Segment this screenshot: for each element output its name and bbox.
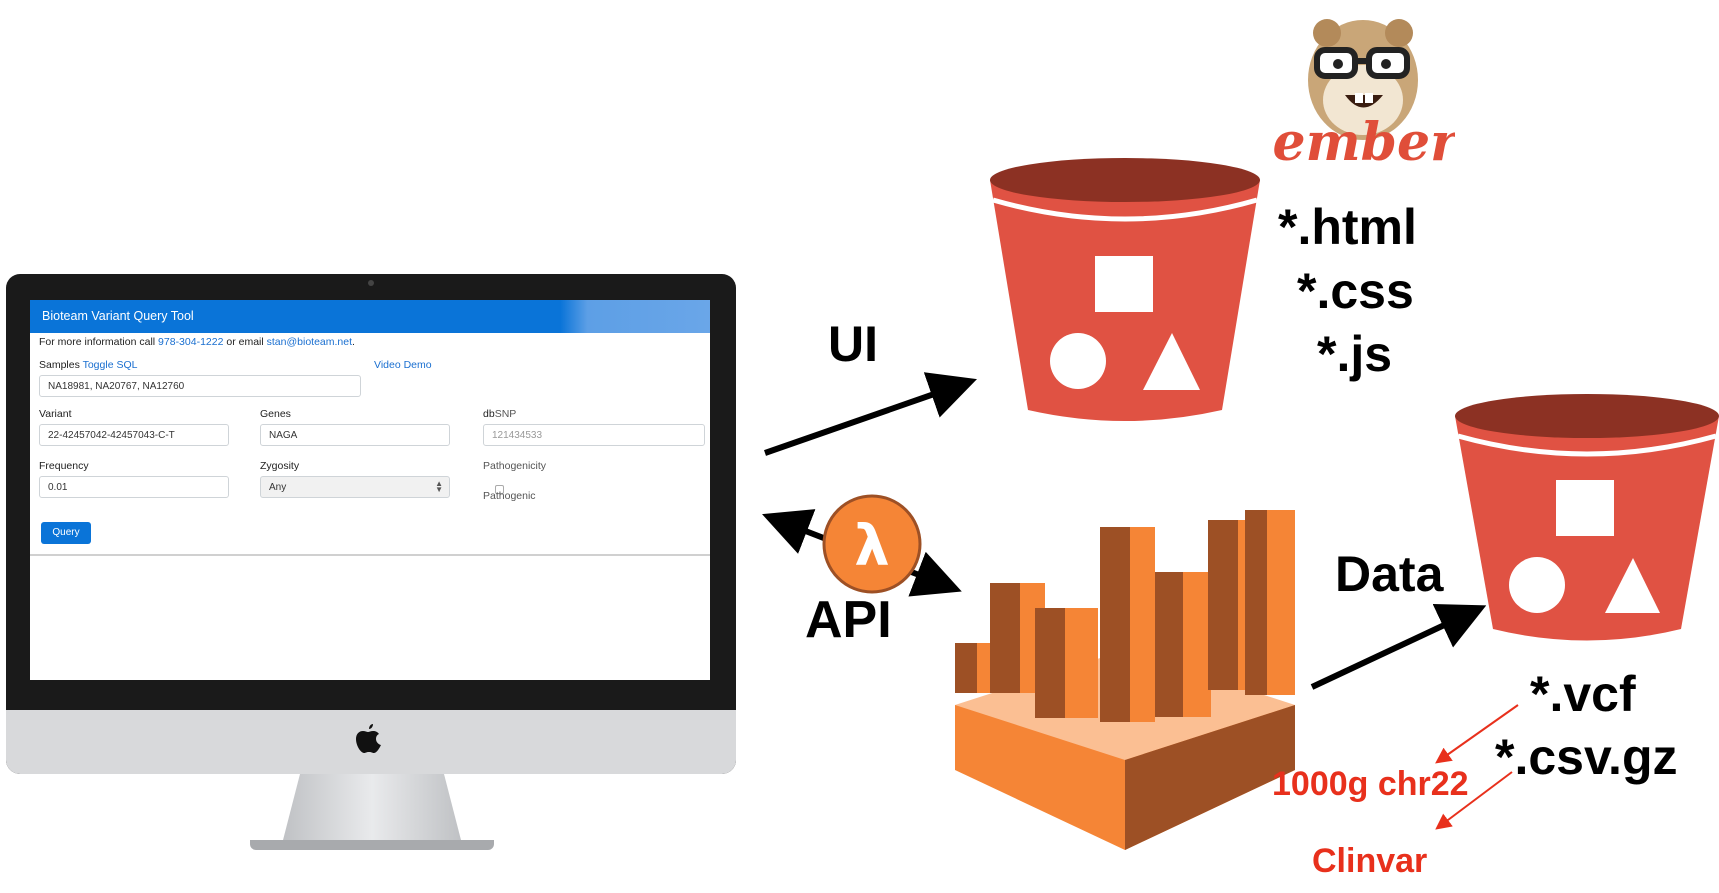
apple-logo-icon [355, 720, 385, 760]
email-link[interactable]: stan@bioteam.net [266, 336, 353, 348]
info-prefix: For more information call [39, 336, 156, 348]
info-line: For more information call 978-304-1222 o… [39, 336, 355, 348]
dbsnp-label: dbSNP [483, 408, 516, 420]
data-file-csvgz: *.csv.gz [1495, 729, 1678, 785]
pathogenic-label: Pathogenic [483, 490, 536, 502]
web-file-css: *.css [1297, 263, 1414, 319]
athena-icon [955, 510, 1295, 850]
frequency-label: Frequency [39, 460, 89, 472]
zygosity-select[interactable]: Any ▲▼ [260, 476, 450, 498]
web-file-html: *.html [1278, 199, 1417, 255]
web-bucket-icon [990, 158, 1260, 421]
zygosity-value: Any [269, 482, 287, 493]
samples-label-row: Samples Toggle SQL [39, 359, 137, 371]
source-clinvar: Clinvar [1312, 842, 1428, 880]
api-label: API [805, 591, 892, 649]
ember-mascot-logo: ember [1273, 19, 1455, 173]
ember-logo-text: ember [1273, 112, 1455, 173]
frequency-input[interactable]: 0.01 [39, 476, 229, 498]
phone-link[interactable]: 978-304-1222 [158, 336, 224, 348]
data-arrow [1310, 603, 1487, 690]
samples-label: Samples [39, 359, 80, 371]
source-1000g: 1000g chr22 [1272, 765, 1469, 803]
ui-arrow [764, 372, 977, 456]
select-caret-icon: ▲▼ [435, 479, 443, 494]
source-arrow-clinvar [1435, 771, 1513, 830]
imac-stand [282, 774, 462, 844]
query-button[interactable]: Query [41, 522, 91, 544]
web-file-js: *.js [1317, 326, 1393, 382]
imac-base [250, 840, 494, 850]
data-bucket-icon [1455, 394, 1719, 641]
ui-label: UI [828, 316, 878, 372]
pathogenicity-label: Pathogenicity [483, 460, 547, 472]
info-mid: or email [226, 336, 264, 348]
source-arrow-1000g [1435, 704, 1519, 764]
app-header: Bioteam Variant Query Tool [30, 300, 710, 333]
variant-input[interactable]: 22-42457042-42457043-C-T [39, 424, 229, 446]
lambda-icon: λ [822, 494, 922, 594]
info-suffix: . [352, 336, 355, 348]
form-divider [30, 554, 710, 556]
pathogenic-checkbox[interactable] [495, 485, 504, 494]
data-file-vcf: *.vcf [1530, 666, 1636, 722]
genes-label: Genes [260, 408, 291, 420]
genes-input[interactable]: NAGA [260, 424, 450, 446]
samples-input[interactable]: NA18981, NA20767, NA12760 [39, 375, 361, 397]
dbsnp-label-b: SNP [494, 408, 517, 420]
camera-dot [368, 280, 374, 286]
dbsnp-input[interactable]: 121434533 [483, 424, 705, 446]
app-screen: Bioteam Variant Query Tool For more info… [30, 300, 710, 680]
dbsnp-label-a: db [483, 408, 495, 420]
video-demo-link[interactable]: Video Demo [374, 359, 432, 371]
toggle-sql-link[interactable]: Toggle SQL [82, 359, 138, 371]
app-title: Bioteam Variant Query Tool [42, 309, 194, 323]
data-label: Data [1335, 546, 1444, 602]
lambda-symbol: λ [854, 514, 889, 579]
variant-label: Variant [39, 408, 72, 420]
zygosity-label: Zygosity [260, 460, 300, 472]
